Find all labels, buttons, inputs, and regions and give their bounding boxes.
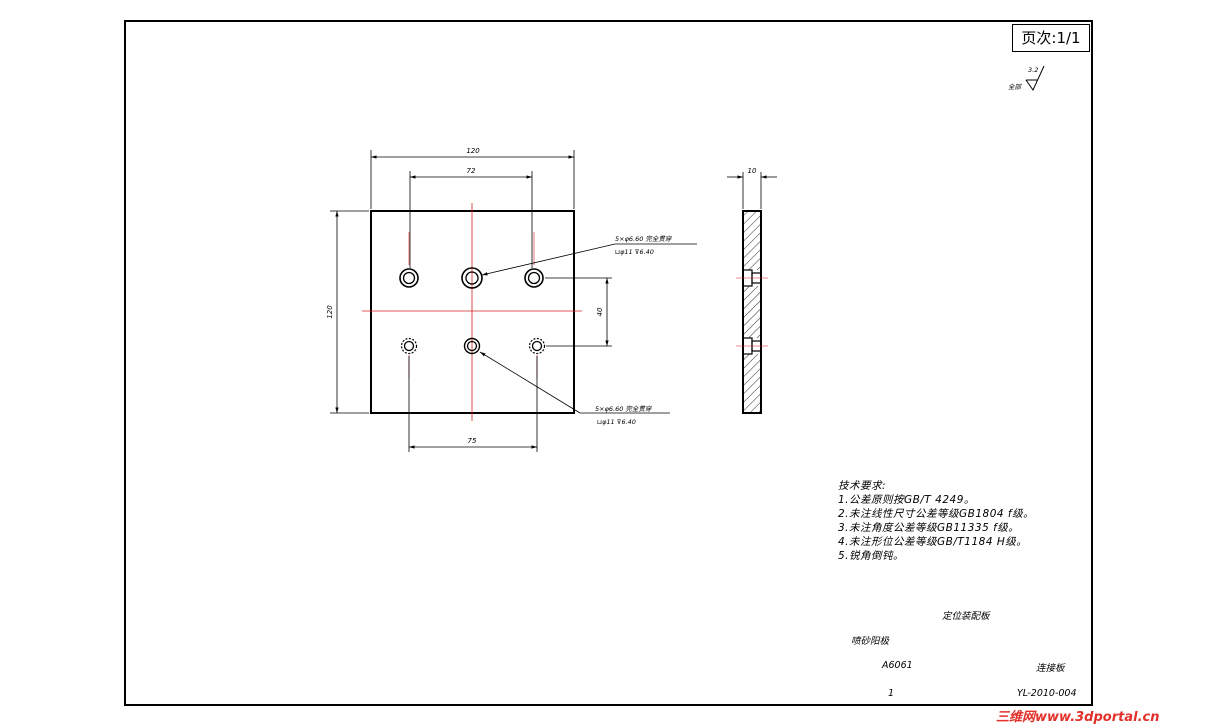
quantity: 1 [888, 688, 895, 699]
tech-requirements-title: 技术要求: [838, 480, 887, 492]
roughness-symbol [1025, 65, 1045, 92]
counterbore-hole [528, 337, 546, 355]
tech-requirement-item: 3.未注角度公差等级GB11335 f级。 [838, 522, 1020, 534]
tech-requirement-item: 1.公差原则按GB/T 4249。 [838, 494, 975, 506]
side-view [736, 210, 768, 414]
dimension-text: 120 [466, 147, 480, 155]
hole-callout-top: 5×φ6.60 完全贯穿 [615, 235, 673, 243]
material: A6061 [882, 660, 913, 671]
dimension-text: 10 [748, 167, 757, 175]
counterbore-hole [524, 268, 544, 288]
part-name: 连接板 [1036, 663, 1065, 674]
hole-callout-bottom-leader [479, 351, 670, 414]
assembly-name: 定位装配板 [942, 611, 990, 622]
roughness-value: 3.2 [1028, 66, 1038, 74]
tech-requirement-item: 5.锐角倒钝。 [838, 550, 905, 562]
counterbore-hole [400, 337, 418, 355]
watermark: 三维网www.3dportal.cn [996, 710, 1160, 725]
dimension-width-overall [370, 150, 575, 209]
hole-callout-top-depth: ⊔φ11 ⊽6.40 [615, 248, 654, 256]
counterbore-hole [399, 268, 419, 288]
dimension-thickness [727, 172, 777, 209]
dimension-text: 75 [468, 437, 477, 445]
hole-callout-bottom: 5×φ6.60 完全贯穿 [595, 405, 653, 413]
plate-outline [370, 210, 575, 414]
front-view [362, 203, 582, 421]
side-view-outline [742, 210, 762, 414]
dimension-row-spacing [545, 277, 612, 347]
side-view-section [743, 211, 761, 413]
drawing-border [124, 20, 1093, 706]
hole-center-marks [408, 232, 538, 378]
counterbore-hole [461, 267, 483, 289]
dimension-height-overall [330, 210, 369, 414]
dimension-text: 40 [596, 307, 604, 316]
surface-treatment: 喷砂阳极 [851, 636, 890, 647]
counterbore-hole [463, 337, 481, 355]
dimension-hole-span-top [409, 171, 533, 268]
tech-requirement-item: 4.未注形位公差等级GB/T1184 H级。 [838, 536, 1028, 548]
tech-requirement-item: 2.未注线性尺寸公差等级GB1804 f级。 [838, 508, 1035, 520]
dimension-text: 72 [467, 167, 476, 175]
drawing-number: YL-2010-004 [1017, 688, 1077, 699]
hole-callout-top-leader [481, 243, 697, 276]
dimension-hole-span-bottom [408, 356, 538, 452]
dimension-text: 120 [326, 305, 334, 319]
hole-callout-bottom-depth: ⊔φ11 ⊽6.40 [597, 418, 636, 426]
page-number-label: 页次:1/1 [1012, 24, 1090, 52]
roughness-prefix: 全部 [1008, 83, 1023, 91]
